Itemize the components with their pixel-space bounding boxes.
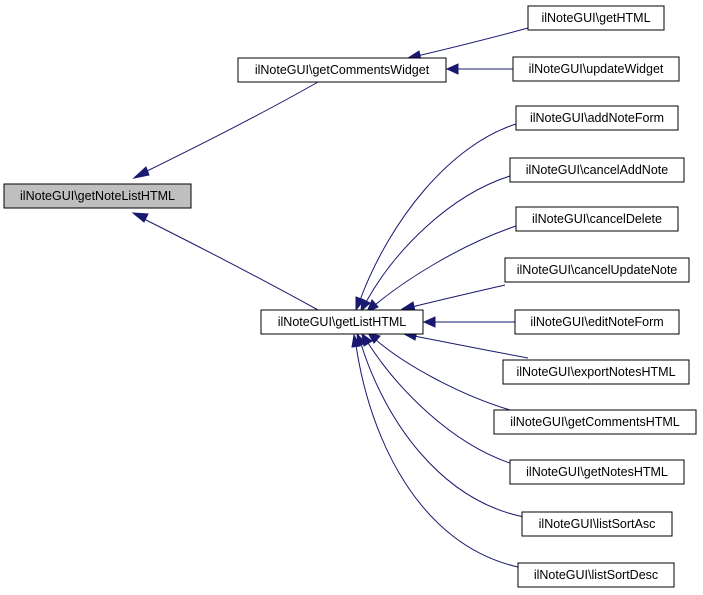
node-label: ilNoteGUI\getNoteListHTML — [20, 189, 175, 203]
node-label: ilNoteGUI\getCommentsWidget — [255, 63, 430, 77]
edge-listSortDesc-to-getListHTML — [355, 344, 519, 568]
node-getHTML[interactable]: ilNoteGUI\getHTML — [527, 5, 665, 31]
node-cancelAddNote[interactable]: ilNoteGUI\cancelAddNote — [509, 157, 685, 183]
edge-getNotesHTML-to-getListHTML — [367, 342, 517, 466]
node-label: ilNoteGUI\updateWidget — [529, 62, 664, 76]
edges — [131, 27, 529, 568]
node-root[interactable]: ilNoteGUI\getNoteListHTML — [3, 183, 192, 209]
arrowhead — [445, 63, 459, 75]
node-getNotesHTML[interactable]: ilNoteGUI\getNotesHTML — [509, 459, 685, 485]
node-label: ilNoteGUI\getCommentsHTML — [510, 415, 680, 429]
node-getListHTML[interactable]: ilNoteGUI\getListHTML — [260, 309, 424, 335]
node-getCommentsWidget[interactable]: ilNoteGUI\getCommentsWidget — [237, 57, 447, 83]
node-label: ilNoteGUI\cancelUpdateNote — [517, 263, 678, 277]
node-label: ilNoteGUI\addNoteForm — [530, 111, 664, 125]
node-exportNotesHTML[interactable]: ilNoteGUI\exportNotesHTML — [502, 359, 690, 385]
node-listSortAsc[interactable]: ilNoteGUI\listSortAsc — [521, 511, 673, 537]
edge-exportNotesHTML-to-getListHTML — [413, 335, 529, 359]
edge-cancelUpdateNote-to-getListHTML — [411, 284, 506, 308]
edge-cancelDelete-to-getListHTML — [374, 225, 517, 306]
node-editNoteForm[interactable]: ilNoteGUI\editNoteForm — [514, 309, 680, 335]
arrowhead — [132, 166, 150, 179]
edge-getHTML-to-getCommentsWidget — [416, 27, 529, 57]
arrowhead — [131, 212, 149, 223]
edge-cancelAddNote-to-getListHTML — [365, 175, 511, 303]
node-label: ilNoteGUI\exportNotesHTML — [516, 365, 675, 379]
node-label: ilNoteGUI\cancelDelete — [532, 212, 662, 226]
edge-getCommentsWidget-to-root — [142, 81, 319, 174]
arrowhead — [422, 316, 436, 328]
node-updateWidget[interactable]: ilNoteGUI\updateWidget — [512, 56, 680, 82]
edge-listSortAsc-to-getListHTML — [360, 343, 525, 518]
edge-getCommentsHTML-to-getListHTML — [375, 339, 511, 411]
arrowhead — [360, 298, 371, 313]
node-label: ilNoteGUI\getHTML — [541, 11, 650, 25]
node-label: ilNoteGUI\listSortDesc — [534, 568, 658, 582]
edge-addNoteForm-to-getListHTML — [359, 123, 517, 301]
nodes: ilNoteGUI\getNoteListHTML ilNoteGUI\getC… — [3, 5, 697, 588]
node-listSortDesc[interactable]: ilNoteGUI\listSortDesc — [517, 562, 675, 588]
node-getCommentsHTML[interactable]: ilNoteGUI\getCommentsHTML — [493, 409, 697, 435]
node-label: ilNoteGUI\listSortAsc — [539, 517, 656, 531]
node-label: ilNoteGUI\editNoteForm — [530, 315, 663, 329]
node-cancelDelete[interactable]: ilNoteGUI\cancelDelete — [515, 206, 679, 232]
arrowhead — [351, 333, 361, 348]
edge-getListHTML-to-root — [141, 217, 319, 311]
node-label: ilNoteGUI\getListHTML — [278, 315, 407, 329]
node-cancelUpdateNote[interactable]: ilNoteGUI\cancelUpdateNote — [504, 257, 690, 283]
arrowhead — [356, 332, 367, 347]
node-addNoteForm[interactable]: ilNoteGUI\addNoteForm — [515, 105, 679, 131]
node-label: ilNoteGUI\getNotesHTML — [526, 465, 668, 479]
node-label: ilNoteGUI\cancelAddNote — [526, 163, 668, 177]
